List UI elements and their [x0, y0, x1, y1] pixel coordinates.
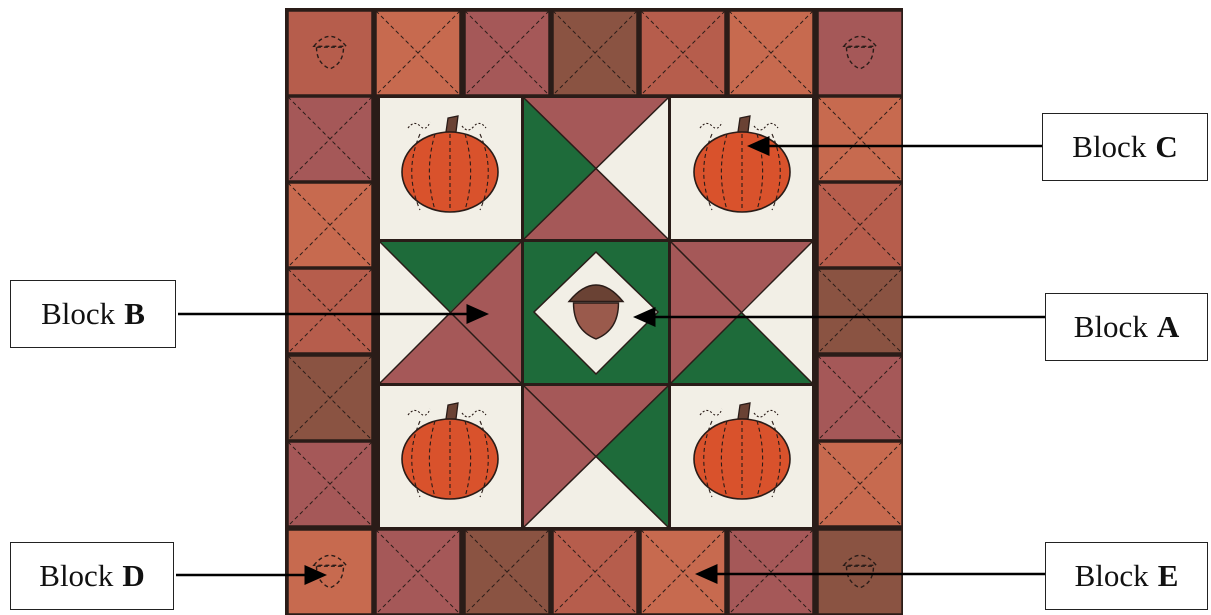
star-point-right — [671, 242, 812, 383]
label-prefix: Block — [1072, 129, 1146, 165]
border-square — [818, 183, 902, 267]
label-block-e: Block E — [1045, 542, 1208, 610]
border-square — [641, 530, 725, 614]
border-square — [818, 11, 902, 95]
label-prefix: Block — [1075, 558, 1149, 594]
star-point-top — [524, 98, 668, 239]
border-square — [818, 530, 902, 614]
label-letter: A — [1157, 309, 1179, 345]
border-square — [288, 97, 372, 181]
label-letter: E — [1158, 558, 1179, 594]
border-square — [641, 11, 725, 95]
label-prefix: Block — [41, 296, 115, 332]
border-square — [288, 356, 372, 440]
border-square — [818, 356, 902, 440]
label-block-d: Block D — [10, 542, 174, 610]
border-square — [818, 269, 902, 353]
border-square — [376, 11, 460, 95]
label-prefix: Block — [1074, 309, 1148, 345]
label-block-b: Block B — [10, 280, 176, 348]
label-letter: D — [122, 558, 144, 594]
border-square — [818, 442, 902, 526]
star-point-bottom — [524, 386, 668, 527]
border-square — [465, 11, 549, 95]
border-square — [553, 530, 637, 614]
border-square — [553, 11, 637, 95]
star-point-left — [380, 242, 521, 383]
label-letter: B — [124, 296, 145, 332]
border-square — [288, 11, 372, 95]
label-block-a: Block A — [1045, 293, 1208, 361]
border-square — [376, 530, 460, 614]
border-square — [288, 183, 372, 267]
border-square — [729, 530, 813, 614]
label-letter: C — [1155, 129, 1177, 165]
border-square — [288, 530, 372, 614]
border-square — [729, 11, 813, 95]
border-square — [288, 442, 372, 526]
border-square — [818, 97, 902, 181]
border-square — [465, 530, 549, 614]
border-square — [288, 269, 372, 353]
label-prefix: Block — [39, 558, 113, 594]
label-block-c: Block C — [1042, 113, 1208, 181]
